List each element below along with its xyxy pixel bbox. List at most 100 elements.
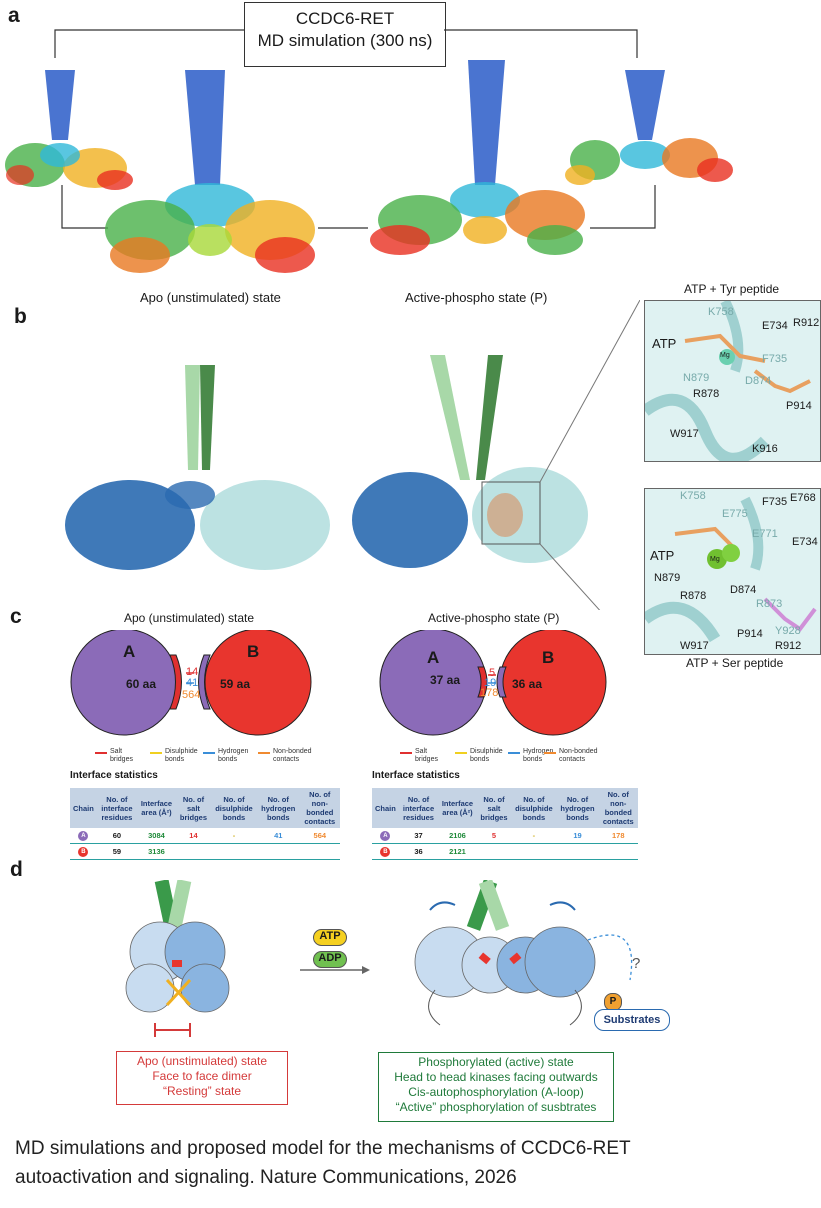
panel-label-a: a [8, 4, 20, 27]
active-desc-line1: Phosphorylated (active) state [418, 1055, 574, 1069]
legend-disulphide-swatch-2 [455, 752, 467, 754]
apo-salt-count: 14 [186, 666, 199, 678]
inset2-res-w917: W917 [680, 640, 709, 652]
inset2-res-e775: E775 [722, 508, 748, 520]
inset2-panel [644, 488, 821, 655]
legend-hbond: Hydrogen bonds [218, 748, 249, 763]
inset2-res-atp: ATP [650, 548, 675, 563]
apo-hbond-count: 41 [186, 677, 199, 689]
atp-pill: ATP [313, 929, 347, 946]
apo-ribbon [65, 365, 330, 570]
panel-label-d: d [10, 858, 23, 881]
active-b-area-cell: 2121 [438, 843, 477, 860]
bracket-top-right [444, 29, 638, 58]
apo-dimer-cartoon [125, 880, 230, 1037]
inset2-res-d874: D874 [730, 584, 757, 596]
active-stats-title: Interface statistics [372, 770, 460, 781]
active-a-res-cell: 37 [398, 828, 439, 844]
apo-desc-line2: Face to face dimer [152, 1069, 252, 1083]
active-dimer-cartoon [414, 880, 633, 1026]
inset1-res-mg: Mg [720, 352, 730, 359]
apo-b-res-cell: 59 [96, 843, 137, 860]
active-th-residues: No. of interface residues [398, 788, 439, 828]
active-stats-table: Chain No. of interface residues Interfac… [372, 788, 638, 860]
active-hbond-count: 19 [484, 677, 497, 689]
apo-b-hbond-cell [256, 843, 300, 860]
apo-a-res-cell: 60 [96, 828, 137, 844]
chain-badge-b-2: B [372, 843, 399, 860]
active-b-salt-cell [476, 843, 512, 860]
apo-a-area-cell: 3084 [137, 828, 176, 844]
interface-diagrams [70, 630, 607, 736]
legend-hbond-swatch [203, 752, 215, 754]
active-desc-line3: Cis-autophosphorylation (A-loop) [408, 1085, 584, 1099]
inset1-res-e734: E734 [762, 320, 788, 332]
phospho-badge: P [604, 993, 622, 1011]
legend-nonbond: Non-bonded contacts [273, 748, 312, 763]
apo-stats-title: Interface statistics [70, 770, 158, 781]
active-th-nonbond: No. of non-bonded contacts [598, 788, 638, 828]
apo-state-title-c: Apo (unstimulated) state [124, 611, 255, 625]
panel-b-structures [65, 300, 640, 610]
panel-label-c: c [10, 605, 22, 628]
apo-th-residues: No. of interface residues [96, 788, 137, 828]
legend-salt-2: Salt bridges [415, 748, 438, 763]
apo-b-disul-cell [211, 843, 257, 860]
table-row: A 60 3084 14 - 41 564 [70, 828, 340, 844]
inset1-res-n879: N879 [683, 372, 710, 384]
substrates-pill: Substrates [594, 1009, 670, 1031]
inset1-res-r912: R912 [793, 317, 820, 329]
active-description-box: Phosphorylated (active) state Head to he… [378, 1052, 614, 1122]
inset2-res-mg: Mg [710, 556, 720, 563]
inset1-res-f735: F735 [762, 353, 788, 365]
apo-th-hbond: No. of hydrogen bonds [256, 788, 300, 828]
apo-nonbond-count: 564 [182, 689, 201, 701]
chain-badge-a: A [70, 828, 97, 844]
apo-a-hbond-cell: 41 [256, 828, 300, 844]
chain-badge-b2-text: B [380, 847, 391, 857]
caption-line2: autoactivation and signaling. Nature Com… [15, 1167, 517, 1188]
apo-a-nonbond-cell: 564 [299, 828, 340, 844]
inset2-res-r873: R873 [756, 598, 783, 610]
chain-badge-b: B [70, 843, 97, 860]
chain-badge-a-text: A [78, 831, 89, 841]
apo-b-area-cell: 3136 [137, 843, 176, 860]
apo-b-residues: 59 aa [220, 677, 251, 691]
table-row: B 36 2121 [372, 843, 638, 860]
legend-hbond-2: Hydrogen bonds [523, 748, 554, 763]
md-title-line2: MD simulation (300 ns) [257, 31, 433, 50]
chain-badge-b-text: B [78, 847, 89, 857]
ensemble-small-left [5, 70, 133, 190]
question-mark: ? [632, 955, 641, 972]
apo-th-disulphide: No. of disulphide bonds [211, 788, 257, 828]
apo-chain-b-label: B [247, 642, 260, 661]
apo-b-salt-cell [175, 843, 211, 860]
inset1-res-k916: K916 [752, 443, 778, 455]
active-b-hbond-cell [556, 843, 599, 860]
active-th-hbond: No. of hydrogen bonds [556, 788, 599, 828]
inset2-res-y928: Y928 [775, 625, 801, 637]
inset1-res-atp: ATP [652, 336, 677, 351]
legend-nonbond-2: Non-bonded contacts [559, 748, 598, 763]
apo-a-residues: 60 aa [126, 677, 157, 691]
inset2-res-r878: R878 [680, 590, 707, 602]
chain-badge-a2-text: A [380, 831, 391, 841]
apo-b-nonbond-cell [299, 843, 340, 860]
legend-disulphide-swatch [150, 752, 162, 754]
apo-th-nonbond: No. of non-bonded contacts [299, 788, 340, 828]
active-chain-b-label: B [542, 648, 555, 667]
active-a-disul-cell: - [511, 828, 557, 844]
inset2-res-e771: E771 [752, 528, 778, 540]
inset1-art [645, 301, 811, 461]
apo-desc-line1: Apo (unstimulated) state [136, 1054, 268, 1068]
chain-badge-a-2: A [372, 828, 399, 844]
active-a-hbond-cell: 19 [556, 828, 599, 844]
legend-salt: Salt bridges [110, 748, 133, 763]
inset2-res-n879: N879 [654, 572, 681, 584]
active-a-salt-cell: 5 [476, 828, 512, 844]
apo-th-chain: Chain [70, 788, 97, 828]
ensemble-active [370, 60, 585, 255]
active-state-title-c: Active-phospho state (P) [428, 611, 560, 625]
active-nonbond-count: 178 [480, 687, 499, 699]
active-th-salt: No. of salt bridges [476, 788, 512, 828]
